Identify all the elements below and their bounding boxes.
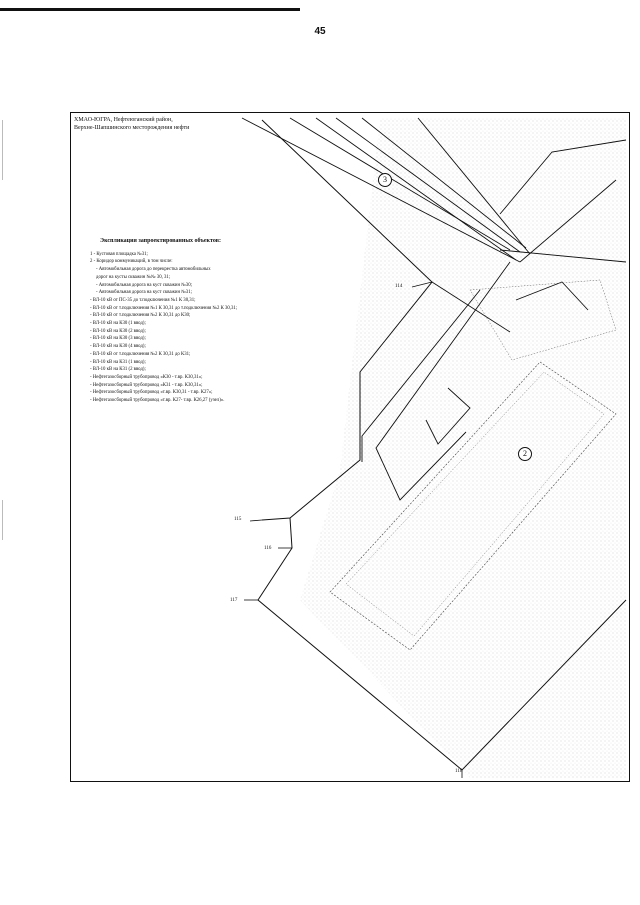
point-label-117: 117: [230, 598, 238, 603]
legend-item: - ВЛ-10 кВ на К31 (2 ввод);: [90, 367, 146, 373]
legend-item: 1 - Кустовая площадка №31;: [90, 251, 148, 257]
legend-item: - Нефтегазосборный трубопровод «К31 - т.…: [90, 382, 203, 388]
map-sheet-frame: [70, 112, 630, 782]
legend-explication: Экспликация запроектированных объектов: …: [90, 238, 330, 405]
legend-item: - ВЛ-10 кВ от т.подключения №2 К 30,31 д…: [90, 351, 191, 357]
header-line-2: Верхне-Шапшинского месторождения нефти: [74, 125, 190, 131]
well-pad-outline: [329, 361, 617, 651]
point-label-114: 114: [395, 284, 403, 289]
legend-title: Экспликация запроектированных объектов:: [100, 238, 221, 244]
legend-item: - ВЛ-10 кВ на К30 (2 ввод);: [90, 328, 146, 334]
legend-item: - ВЛ-10 кВ на К31 (1 ввод);: [90, 359, 146, 365]
page-number: 45: [314, 26, 326, 37]
legend-item: - ВЛ-10 кВ от т.подключения №1 К 30,31 д…: [90, 305, 238, 311]
point-label-118: 118: [455, 769, 463, 774]
legend-item: - Автомобильная дорога на куст скважин №…: [96, 290, 192, 296]
legend-item: - Автомобильная дорога на куст скважин №…: [96, 282, 192, 288]
well-pad-inner: [345, 371, 605, 637]
object-marker-3: 3: [378, 173, 392, 187]
terrain-texture: [300, 118, 626, 778]
legend-item: - Автомобильная дорога до перекрестка ав…: [96, 267, 211, 273]
legend-item: - Нефтегазосборный трубопровод «т.вр. К2…: [90, 398, 225, 404]
corridor-lines: [241, 117, 627, 501]
scan-edge-mark: [2, 500, 3, 540]
legend-item: - Нефтегазосборный трубопровод «т.вр. К3…: [90, 390, 213, 396]
scan-edge-mark: [2, 120, 3, 180]
legend-item: - ВЛ-10 кВ на К30 (1 ввод);: [90, 321, 146, 327]
legend-items: 1 - Кустовая площадка №31; 2 - Коридор ко…: [90, 251, 330, 405]
header-line-1: ХМАО-ЮГРА, Нефтеюганский район,: [74, 117, 173, 123]
point-label-115: 115: [234, 517, 242, 522]
legend-item: 2 - Коридор коммуникаций, в том числе:: [90, 259, 173, 265]
legend-item: - ВЛ-10 кВ на К30 (3 ввод);: [90, 336, 146, 342]
allotment-boundary: [261, 119, 433, 521]
legend-item: - Нефтегазосборный трубопровод «К30 - т.…: [90, 374, 203, 380]
pad-area-outline: [469, 279, 617, 361]
map-header: ХМАО-ЮГРА, Нефтеюганский район, Верхне-Ш…: [74, 116, 189, 132]
point-leaders: [244, 281, 463, 778]
legend-item: - ВЛ-10 кВ от т.подключения №2 К 30,31 д…: [90, 313, 191, 319]
point-label-116: 116: [264, 546, 272, 551]
legend-item: - ВЛ-10 кВ на К30 (4 ввод);: [90, 344, 146, 350]
object-marker-2: 2: [518, 447, 532, 461]
legend-item: дорог на кусты скважин №№ 30, 31;: [96, 274, 171, 280]
top-rule: [0, 8, 300, 11]
legend-item: - ВЛ-10 кВ от ПС-35 до т.подключения №1 …: [90, 297, 196, 303]
